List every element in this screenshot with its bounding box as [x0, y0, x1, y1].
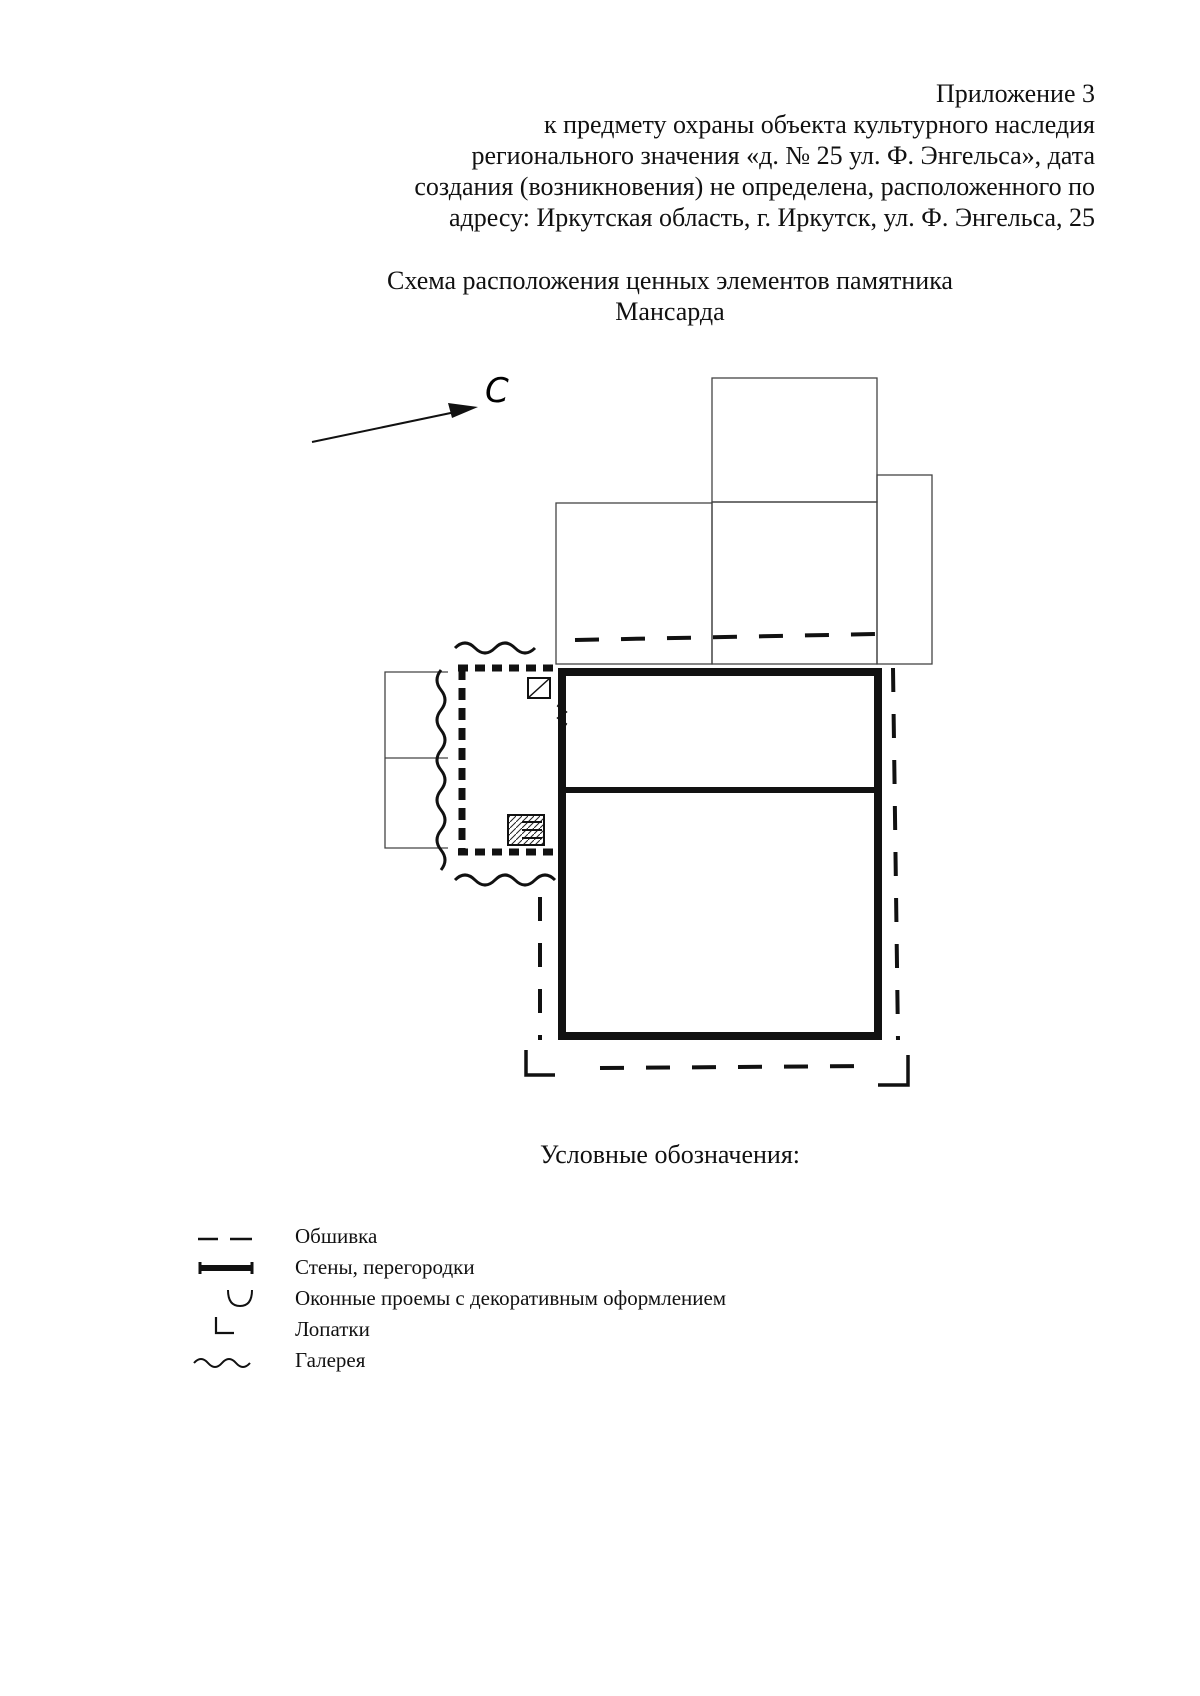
- header-line-3: регионального значения «д. № 25 ул. Ф. Э…: [471, 141, 1095, 170]
- legend-title: Условные обозначения:: [539, 1140, 801, 1169]
- header-line-4: создания (возникновения) не определена, …: [414, 172, 1095, 201]
- legend-label: Обшивка: [295, 1224, 378, 1248]
- header-line-1: Приложение 3: [935, 79, 1095, 108]
- scheme-title-line-2: Мансарда: [615, 297, 725, 326]
- legend-label: Галерея: [295, 1348, 366, 1372]
- sheathing-lines: [538, 632, 900, 1070]
- header-line-5: адресу: Иркутская область, г. Иркутск, у…: [448, 203, 1095, 232]
- scheme-title-line-1: Схема расположения ценных элементов памя…: [387, 266, 953, 295]
- pilaster-marks: [524, 1050, 910, 1087]
- thick-wall-icon: [198, 1262, 254, 1274]
- header-line-2: к предмету охраны объекта культурного на…: [543, 110, 1095, 139]
- window-arc-icon: [227, 1289, 253, 1308]
- other-volumes: [384, 377, 933, 849]
- legend-label: Оконные проемы с декоративным оформление…: [295, 1286, 727, 1310]
- legend-label: Лопатки: [295, 1317, 370, 1341]
- document-header: Приложение 3 к предмету охраны объекта к…: [335, 78, 1095, 233]
- wave-line-icon: [193, 1358, 251, 1368]
- walls: [556, 668, 882, 1040]
- pilaster-corner-icon: [214, 1317, 234, 1335]
- scheme-title: Схема расположения ценных элементов памя…: [0, 265, 1200, 327]
- north-arrow-icon: [311, 403, 478, 443]
- dashed-line-icon: [198, 1237, 252, 1241]
- gallery-lines: [435, 641, 557, 887]
- north-label: С: [485, 371, 509, 411]
- gallery-walls: [458, 664, 558, 856]
- floor-plan: С: [311, 371, 933, 1087]
- legend-label: Стены, перегородки: [295, 1255, 475, 1279]
